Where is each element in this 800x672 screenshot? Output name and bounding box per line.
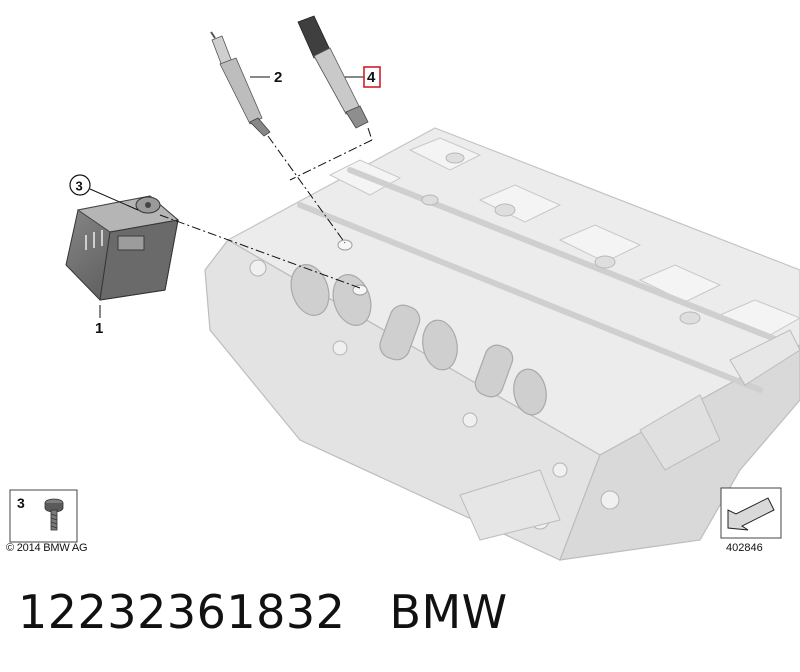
screw-legend-box: 3: [9, 489, 78, 543]
orientation-arrow-icon: [727, 497, 775, 531]
glow-plug-control-unit: [65, 195, 180, 301]
leader-lines: [89, 76, 373, 318]
callout-4-highlight: [363, 66, 381, 88]
brand-label: BMW: [389, 585, 508, 639]
part-caption: 12232361832 BMW: [18, 585, 508, 639]
diagram-number: 402846: [726, 542, 763, 554]
callout-4: 4: [367, 69, 376, 86]
cylinder-head: [204, 127, 800, 561]
glow-plug: [210, 31, 271, 137]
parts-diagram: 2 4 1 3 3: [9, 15, 800, 561]
screw-icon: [44, 498, 64, 531]
callout-3-circle: [69, 174, 91, 196]
copyright-notice: © 2014 BMW AG: [6, 542, 88, 554]
callout-2: 2: [274, 69, 282, 86]
glow-plug-connector: [297, 15, 369, 129]
callout-1: 1: [95, 320, 103, 337]
part-number: 12232361832: [18, 585, 346, 639]
screw-legend-number: 3: [17, 495, 25, 511]
orientation-box: [720, 487, 782, 539]
callout-3: 3: [76, 179, 83, 194]
